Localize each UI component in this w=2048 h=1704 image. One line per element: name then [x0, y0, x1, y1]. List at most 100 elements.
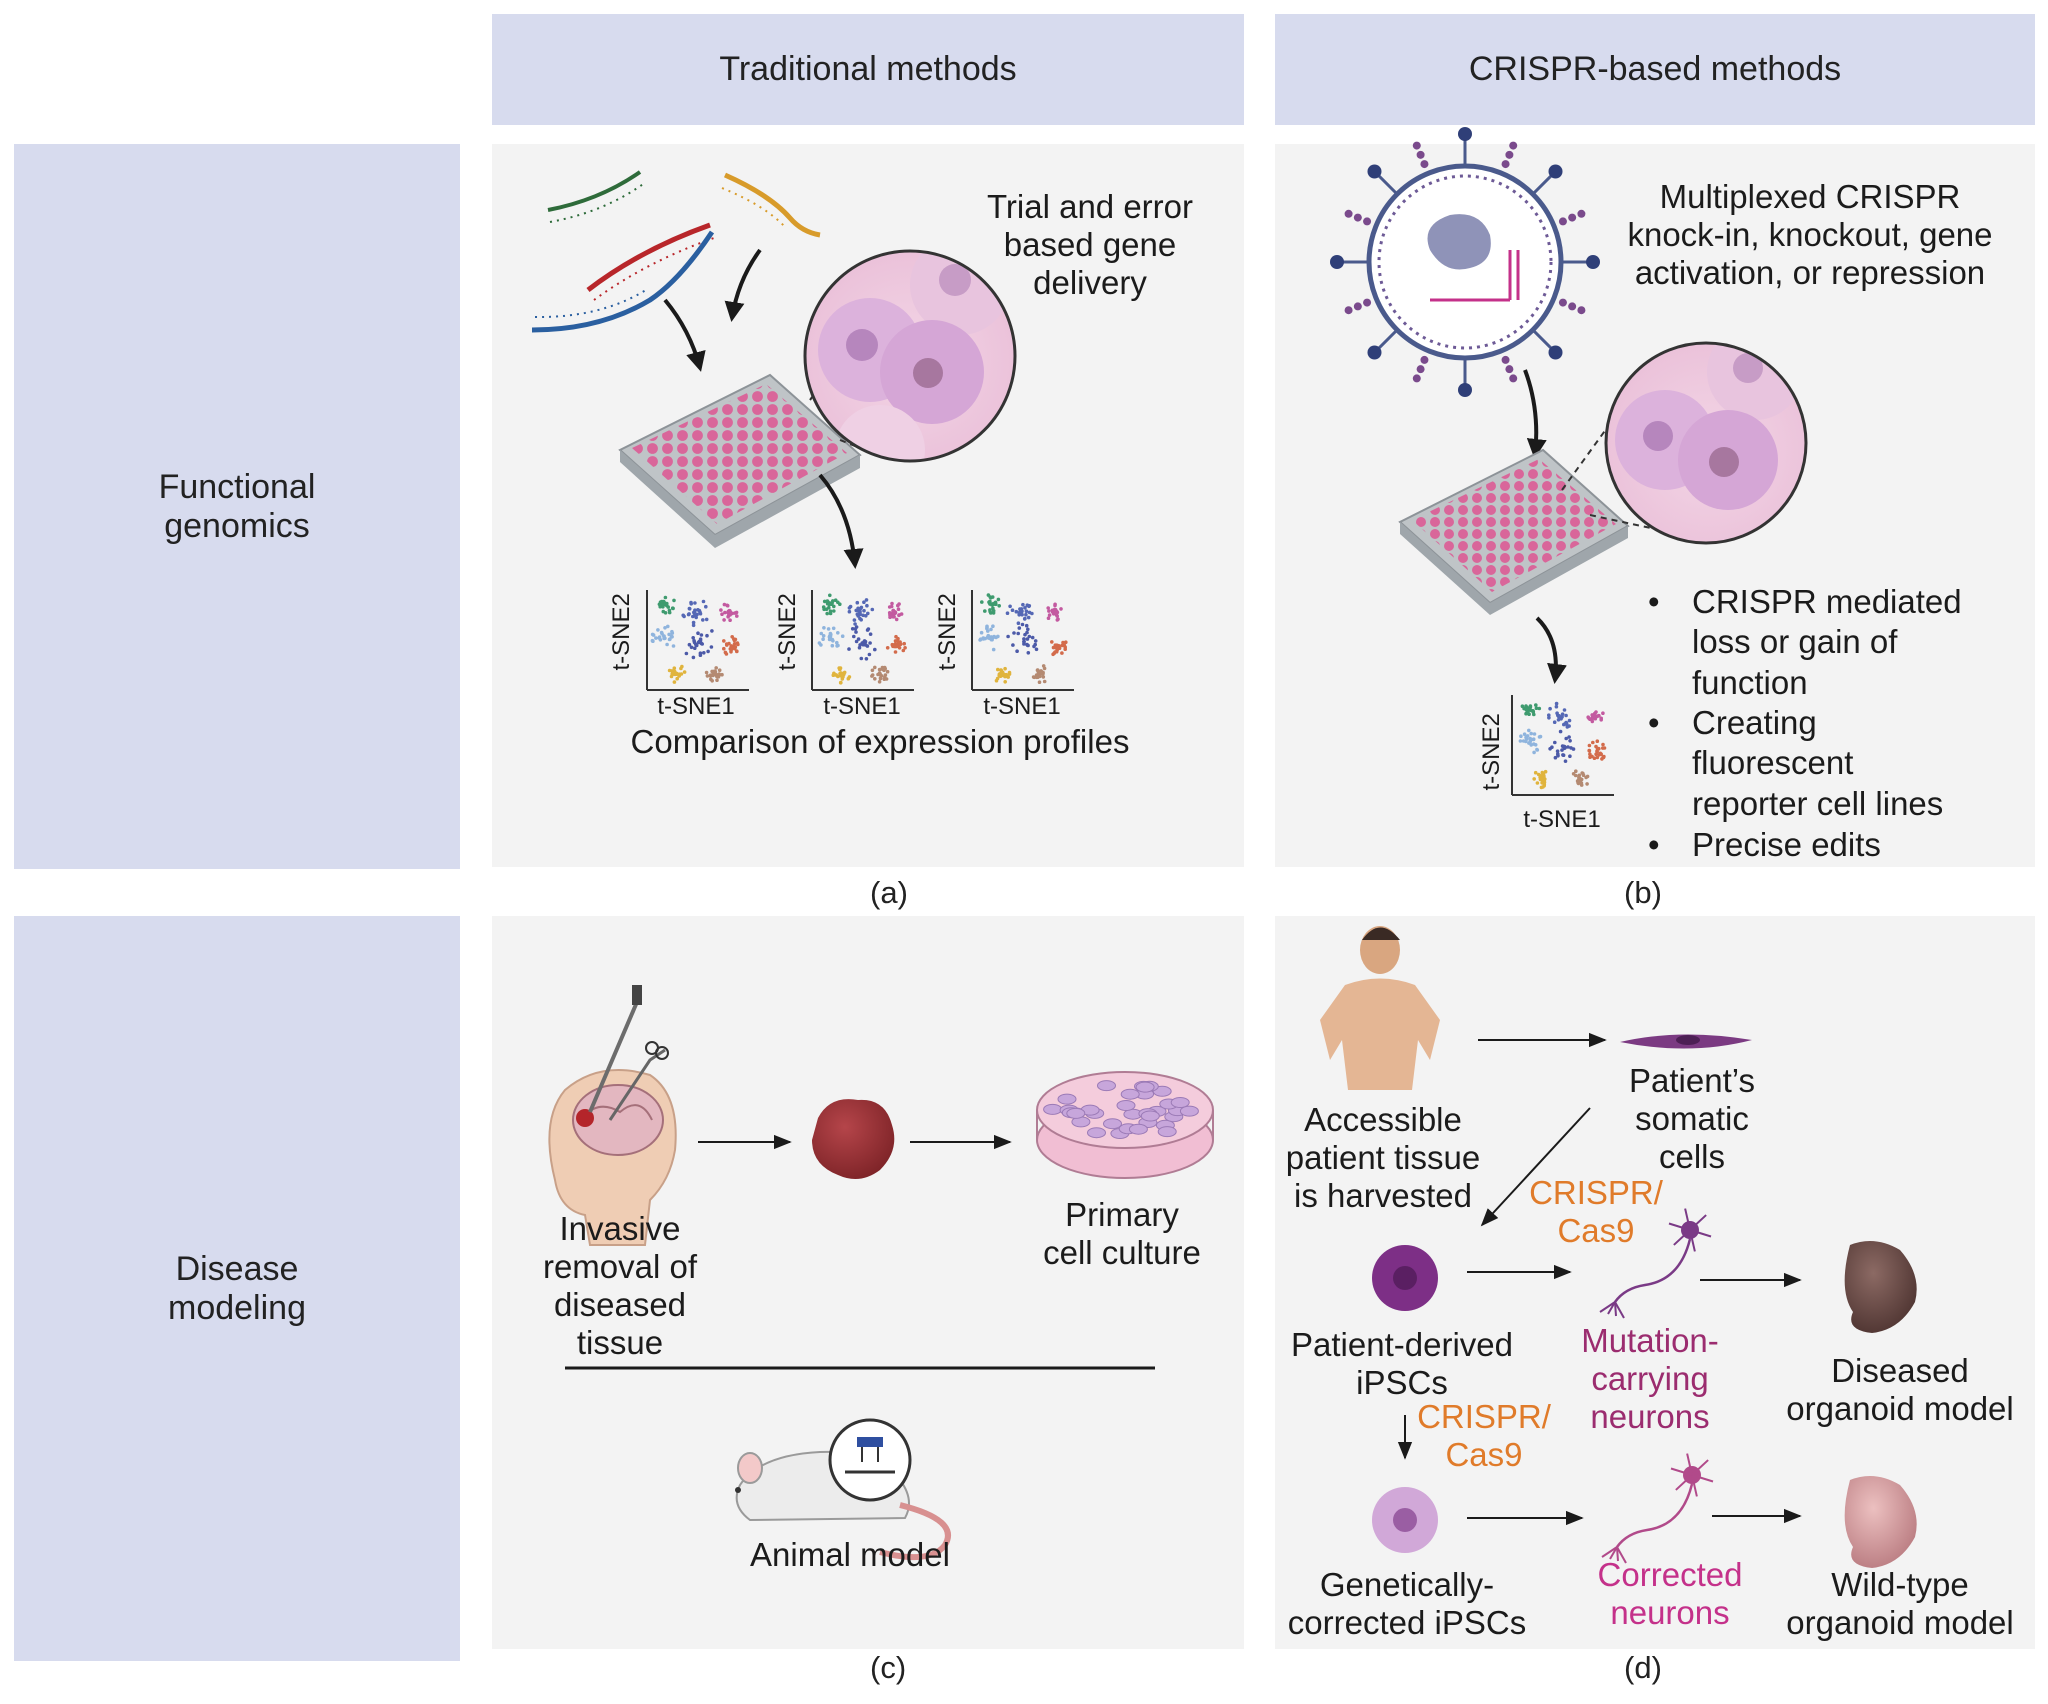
text-line: Patient-derived [1291, 1326, 1513, 1363]
arrow-icon [818, 473, 864, 569]
text-line: neurons [1590, 1397, 1710, 1435]
corrected-ipscs-text: Genetically- corrected iPSCs [1272, 1566, 1542, 1642]
patient-ipscs-text: Patient-derived iPSCs [1272, 1326, 1532, 1402]
tsne-x-label: t-SNE1 [983, 693, 1061, 720]
text-line: iPSCs [1356, 1363, 1448, 1401]
row-label-line: Functional [158, 468, 316, 507]
tsne-y-label: t-SNE2 [1478, 713, 1506, 791]
row-label-line: Disease [175, 1250, 299, 1289]
text-line: Trial and error [986, 188, 1193, 225]
wildtype-organoid-text: Wild-type organoid model [1770, 1566, 2030, 1642]
crispr-cas9-label: CRISPR/ Cas9 [1404, 1398, 1564, 1474]
well-plate-icon [1398, 448, 1630, 615]
head-brain-icon [548, 985, 677, 1246]
tsne-x-label: t-SNE1 [657, 693, 735, 720]
somatic-cells-text: Patient’s somatic cells [1592, 1062, 1792, 1176]
text-line: corrected iPSCs [1287, 1603, 1527, 1641]
row-label-line: genomics [164, 506, 310, 545]
text-line: fluorescent [1692, 744, 1854, 782]
diseased-organoid-icon [1844, 1241, 1917, 1333]
accessible-tissue-text: Accessible patient tissue is harvested [1268, 1101, 1498, 1215]
text-line: Multiplexed CRISPR [1659, 178, 1961, 215]
header-traditional: Traditional methods [719, 50, 1017, 88]
header-band-crispr [1275, 14, 2035, 125]
row-label-functional-genomics: Functional genomics [14, 144, 460, 869]
text-line: Mutation- [1581, 1322, 1719, 1359]
arrow-icon [1535, 616, 1567, 684]
text-line: cells [1658, 1137, 1726, 1175]
tsne-plot [811, 590, 914, 691]
arrow-icon [724, 248, 762, 322]
row-band-functional [14, 144, 460, 869]
text-line: activation, or repression [1634, 253, 1986, 291]
text-line: patient tissue [1285, 1138, 1481, 1176]
text-line: neurons [1610, 1593, 1730, 1631]
bullet-dot: • [1648, 826, 1660, 863]
bullet-text: CRISPR mediated loss or gain of function [1692, 582, 1962, 703]
tsne-plots [646, 590, 1074, 691]
header-band-traditional [492, 14, 1244, 125]
tsne-y-label: t-SNE2 [608, 593, 636, 671]
tsne-x-label: t-SNE1 [1523, 806, 1601, 833]
text-line: reporter cell lines [1692, 784, 1944, 822]
trial-error-text: Trial and error based gene delivery [970, 188, 1210, 302]
dna-strand-icon [531, 170, 821, 333]
panel-c-bg [492, 916, 1244, 1649]
text-line: function [1692, 663, 1808, 701]
text-line: CRISPR mediated [1692, 583, 1962, 620]
text-line: Wild-type [1831, 1566, 1969, 1603]
crispr-cas9-label: CRISPR/ Cas9 [1516, 1174, 1676, 1250]
text-line: based gene [1003, 225, 1177, 263]
panel-label-b: (b) [1624, 875, 1662, 910]
text-line: Creating [1692, 704, 1817, 741]
text-line: Diseased [1831, 1352, 1969, 1389]
neuron-icon [1601, 1453, 1714, 1564]
tsne-y-label: t-SNE2 [774, 593, 802, 671]
cell-zoom-icon [805, 251, 1015, 461]
comparison-caption: Comparison of expression profiles [630, 723, 1130, 760]
virus-icon [1330, 127, 1600, 397]
text-line: tissue [576, 1323, 664, 1361]
multiplex-crispr-text: Multiplexed CRISPR knock-in, knockout, g… [1600, 178, 2020, 292]
text-line: Cas9 [1445, 1435, 1523, 1473]
human-body-icon [1320, 926, 1440, 1090]
mutation-neurons-text: Mutation- carrying neurons [1550, 1322, 1750, 1436]
animal-model-text: Animal model [750, 1536, 950, 1573]
text-line: Primary [1065, 1196, 1179, 1233]
tsne-x-label: t-SNE1 [823, 693, 901, 720]
text-line: Invasive [559, 1210, 681, 1247]
text-line: cell culture [1043, 1233, 1201, 1271]
bullet-dot: • [1648, 583, 1660, 620]
tsne-plot [971, 590, 1074, 691]
arrow-icon [663, 298, 706, 372]
diseased-organoid-text: Diseased organoid model [1770, 1352, 2030, 1428]
text-line: removal of [542, 1247, 698, 1285]
text-line: is harvested [1294, 1176, 1472, 1214]
well-plate-icon [618, 373, 862, 548]
corrected-neurons-text: Corrected neurons [1570, 1556, 1770, 1632]
text-line: diseased [553, 1285, 687, 1323]
row-label-line: modeling [168, 1288, 306, 1327]
header-crispr: CRISPR-based methods [1468, 50, 1842, 88]
tissue-icon [812, 1099, 895, 1179]
invasive-removal-text: Invasive removal of diseased tissue [520, 1210, 720, 1362]
text-line: Cas9 [1557, 1211, 1635, 1249]
tsne-plot [1511, 695, 1614, 796]
panel-label-d: (d) [1624, 1650, 1662, 1685]
text-line: Precise edits [1692, 826, 1881, 863]
text-line: loss or gain of [1692, 623, 1898, 661]
panel-label-c: (c) [870, 1650, 907, 1685]
text-line: somatic [1635, 1099, 1749, 1137]
neuron-icon [1599, 1208, 1712, 1319]
text-line: Patient’s [1629, 1062, 1755, 1099]
bullet-text: Creating fluorescent reporter cell lines [1692, 703, 1943, 824]
petri-dish-icon [1036, 1071, 1214, 1179]
tsne-plot [646, 590, 749, 691]
row-band-disease [14, 916, 460, 1661]
text-line: Genetically- [1319, 1566, 1495, 1603]
bullet-text: Precise edits [1692, 825, 1881, 865]
text-line: CRISPR/ [1417, 1398, 1551, 1435]
wildtype-organoid-icon [1844, 1476, 1917, 1568]
